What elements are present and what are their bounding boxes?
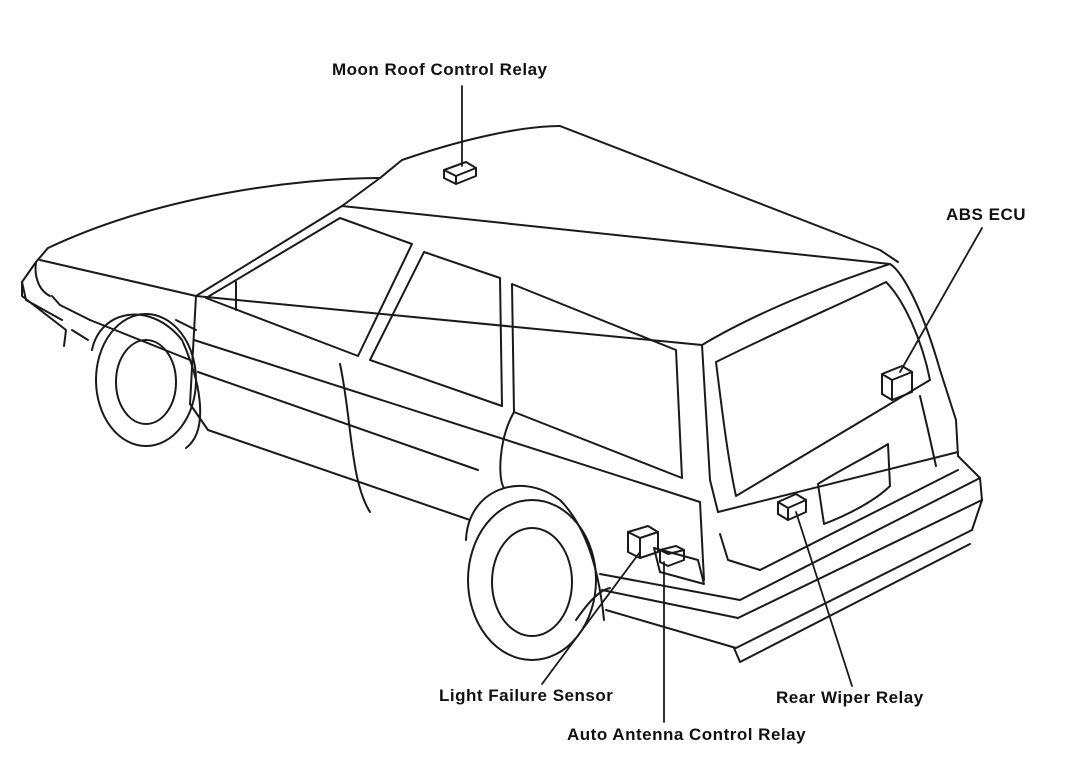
abs-ecu-box	[881, 365, 913, 401]
light-failure-sensor-box	[627, 525, 659, 559]
side-marker-strip	[653, 547, 705, 585]
moon-roof-relay-box	[443, 161, 477, 185]
car-body-side	[71, 295, 701, 521]
rear-wiper-relay-box	[777, 493, 807, 521]
label-moon-roof-control-relay: Moon Roof Control Relay	[332, 60, 548, 79]
car-hood	[21, 177, 381, 347]
rear-wheel	[465, 484, 611, 661]
auto-antenna-relay-box	[659, 545, 685, 567]
label-auto-antenna-control-relay: Auto Antenna Control Relay	[567, 725, 807, 744]
car-roof	[195, 125, 899, 346]
rear-wiper-leader	[795, 511, 853, 687]
abs-ecu-leader	[899, 227, 983, 373]
label-rear-wiper-relay: Rear Wiper Relay	[776, 688, 924, 707]
leader-lines	[461, 85, 983, 723]
label-light-failure-sensor: Light Failure Sensor	[439, 686, 614, 705]
light-failure-leader	[541, 551, 641, 685]
rear-hatch	[701, 263, 959, 513]
rear-bumper	[599, 455, 983, 663]
license-plate-recess	[817, 443, 891, 525]
front-wheel	[91, 313, 202, 449]
side-windows	[205, 217, 683, 479]
label-abs-ecu: ABS ECU	[946, 205, 1027, 224]
